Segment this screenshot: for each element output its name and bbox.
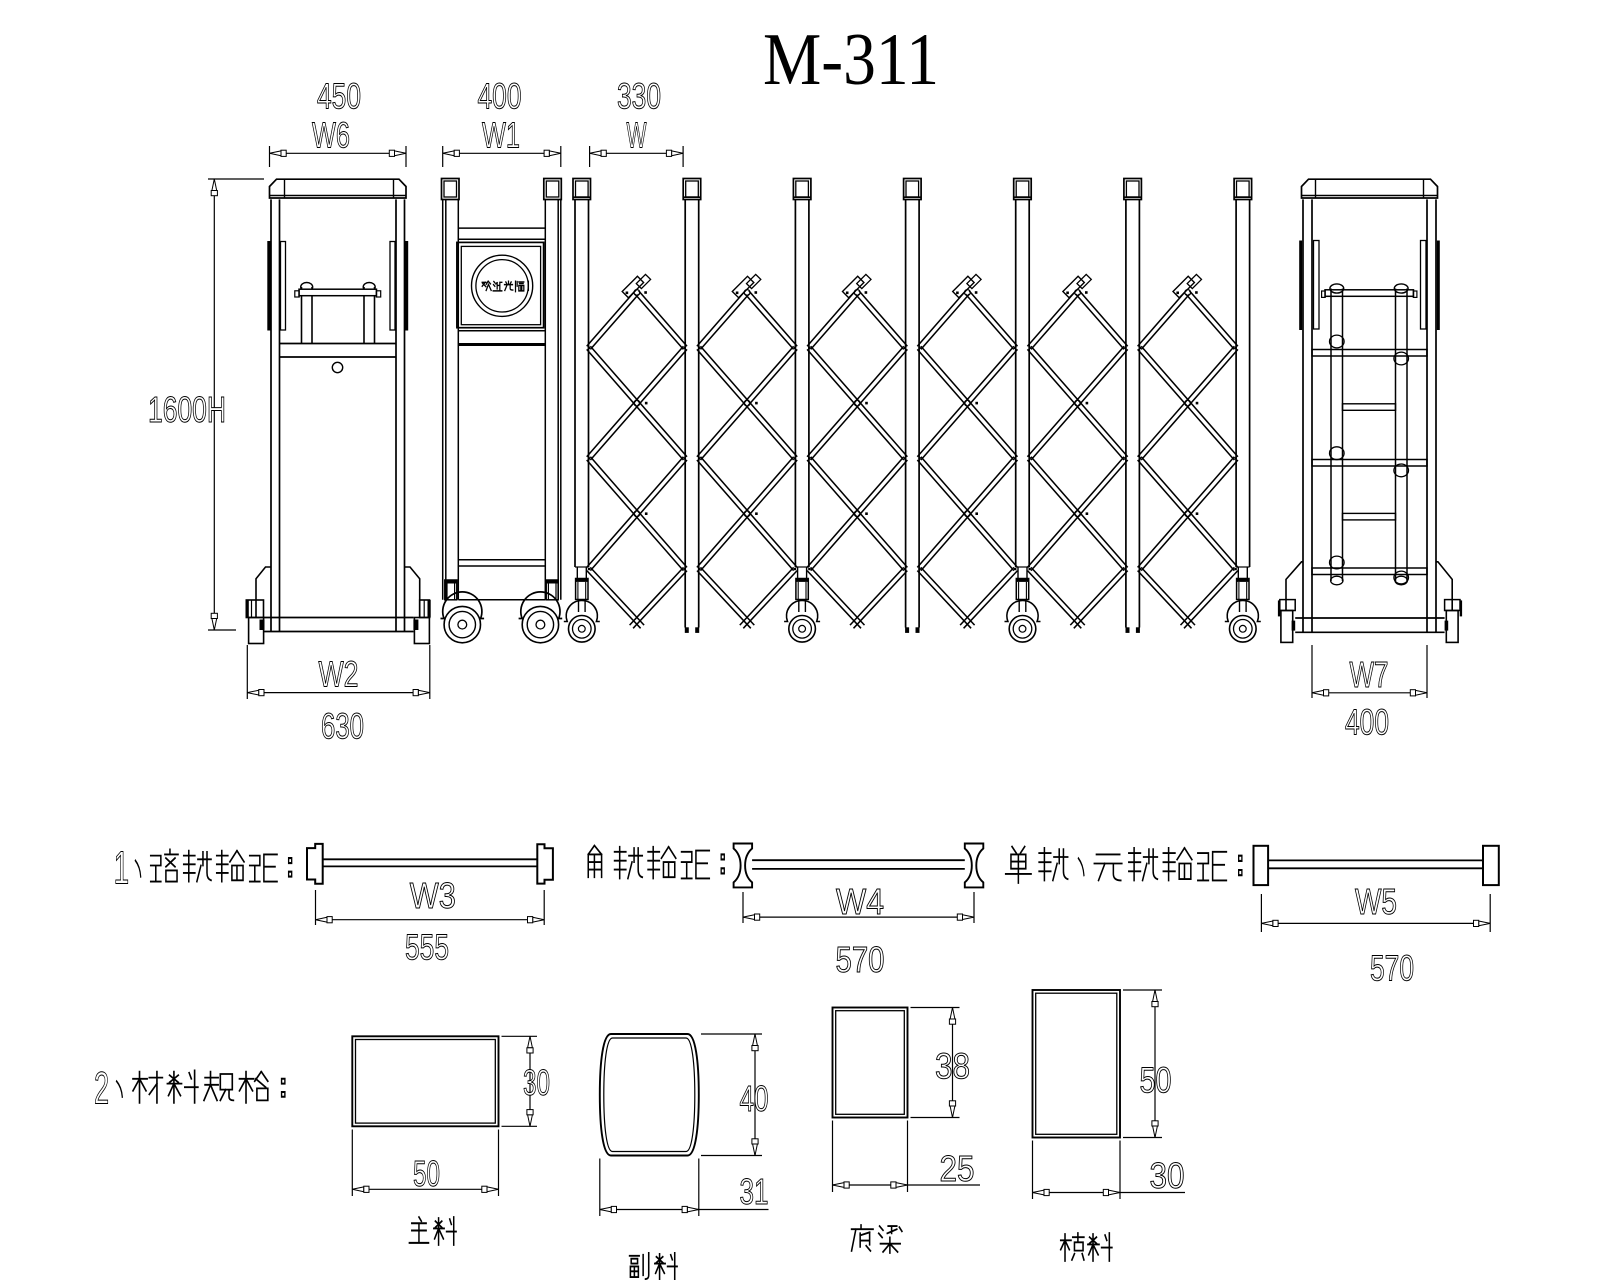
svg-text:330: 330 (617, 76, 661, 117)
svg-text:W: W (627, 115, 647, 156)
svg-text:30: 30 (523, 1062, 550, 1103)
svg-text:W5: W5 (1355, 881, 1397, 922)
svg-text:1600H: 1600H (148, 389, 226, 430)
svg-text:50: 50 (413, 1153, 440, 1194)
svg-text:25: 25 (940, 1148, 975, 1189)
svg-text:M-311: M-311 (763, 19, 939, 101)
svg-text:W6: W6 (312, 115, 350, 156)
svg-text:W4: W4 (836, 881, 884, 922)
svg-text:630: 630 (321, 706, 364, 747)
svg-text:31: 31 (740, 1171, 769, 1212)
svg-text:40: 40 (740, 1078, 769, 1119)
svg-text:50: 50 (1140, 1060, 1172, 1101)
svg-text:400: 400 (478, 76, 522, 117)
svg-text:570: 570 (1370, 948, 1414, 989)
svg-text:W1: W1 (482, 115, 520, 156)
svg-text:30: 30 (1150, 1155, 1185, 1196)
svg-text:555: 555 (405, 927, 449, 968)
svg-text:2: 2 (94, 1063, 109, 1114)
svg-text:W2: W2 (319, 654, 359, 695)
svg-text:450: 450 (317, 76, 361, 117)
svg-text:W7: W7 (1350, 654, 1389, 695)
svg-text:38: 38 (935, 1046, 970, 1087)
svg-text:570: 570 (836, 939, 885, 980)
svg-text:400: 400 (1345, 702, 1389, 743)
svg-text:W3: W3 (410, 875, 456, 916)
svg-text:1: 1 (114, 842, 130, 894)
